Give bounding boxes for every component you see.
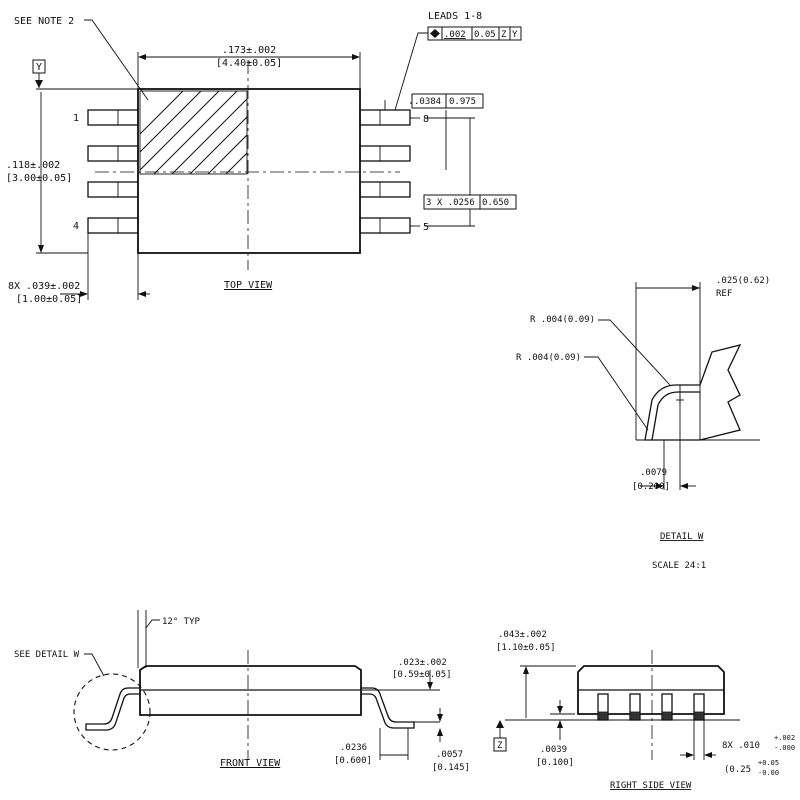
top-body-outline [137,88,361,254]
leads-leader [394,32,428,111]
lead-length-mm: [0.600] [334,756,372,766]
body-length-mm: [3.00±0.05] [6,173,72,184]
hatched-area [139,90,248,175]
pitch-in: 3 X .0256 [426,198,475,208]
detail-w-circle [73,673,151,751]
right-side-view: .043±.002 [1.10±0.05] Z .0039 [0.100] 8X… [493,630,795,791]
lead-width-mm: [1.00±0.05] [16,294,82,305]
tol-datum-y: Y [512,30,518,40]
lead-length-in: .0236 [340,743,367,753]
foot-dim-in: .0079 [640,468,667,478]
angle-label: 12° TYP [162,617,201,627]
top-view: 1 4 8 5 SEE NOTE 2 .173±.002 [4.40±0.05]… [6,11,522,305]
side-lead-width-mm: (0.25 [724,765,751,775]
scale-label: SCALE 24:1 [652,561,706,571]
body-length-in: .118±.002 [6,160,60,171]
side-lead-width-tol-minus: -.000 [774,744,795,752]
right-leads [359,109,411,234]
lead-span-mm: 0.975 [449,97,476,107]
tol-datum-z: Z [501,30,507,40]
lead-span-in: .0384 [414,97,441,107]
right-side-view-caption: RIGHT SIDE VIEW [610,781,692,791]
side-body-outline [577,665,725,715]
lead-foot-outline [644,344,742,441]
total-height-mm: [1.10±0.05] [496,643,556,653]
side-leads [597,693,705,721]
ref-label: REF [716,289,732,299]
left-leads [87,109,139,234]
side-lead-width-mm-tol-minus: -0.00 [758,769,779,777]
flatness-tol-mm: 0.05 [474,30,496,40]
see-note-2-label: SEE NOTE 2 [14,16,74,27]
radius-2-label: R .004(0.09) [516,353,581,363]
see-note-2-leader [84,19,149,101]
foot-dim-mm: [0.200] [632,482,670,492]
standoff-mm: [0.100] [536,758,574,768]
lead-thickness-mm: [0.145] [432,763,470,773]
body-width-in: .173±.002 [222,45,276,56]
datum-y-label: Y [36,62,42,73]
total-height-in: .043±.002 [498,630,547,640]
side-lead-width-tol-plus: +.002 [774,734,795,742]
datum-z-label: Z [497,741,503,751]
body-height-in: .023±.002 [398,658,447,668]
front-view: SEE DETAIL W 12° TYP .023±.002 [0.59±0.0… [14,610,470,773]
front-left-lead [85,687,140,731]
pin-1-label: 1 [73,113,79,124]
leads-label: LEADS 1-8 [428,11,482,22]
lead-thickness-in: .0057 [436,750,463,760]
body-width-mm: [4.40±0.05] [216,58,282,69]
top-view-caption: TOP VIEW [224,280,273,291]
see-detail-w-label: SEE DETAIL W [14,650,80,660]
profile-symbol-icon [430,29,440,38]
datum-z-box [493,737,507,752]
pitch-mm: 0.650 [482,198,509,208]
side-lead-width-mm-tol-plus: +0.05 [758,759,779,767]
front-right-lead [361,687,415,729]
side-lead-width-in: 8X .010 [722,741,760,751]
standoff-in: .0039 [540,745,567,755]
pin-8-label: 8 [423,114,429,125]
front-view-caption: FRONT VIEW [220,758,281,769]
pin-5-label: 5 [423,222,429,233]
lead-width-in: 8X .039±.002 [8,281,80,292]
flatness-tol-in: .002 [444,30,466,40]
ref-dim: .025(0.62) [716,276,770,286]
radius-1-label: R .004(0.09) [530,315,595,325]
detail-w: .025(0.62) REF R .004(0.09) R .004(0.09)… [516,276,770,571]
pin-4-label: 4 [73,221,79,232]
detail-w-caption: DETAIL W [660,532,704,542]
body-height-mm: [0.59±0.05] [392,670,452,680]
hatch-lines [140,91,247,174]
